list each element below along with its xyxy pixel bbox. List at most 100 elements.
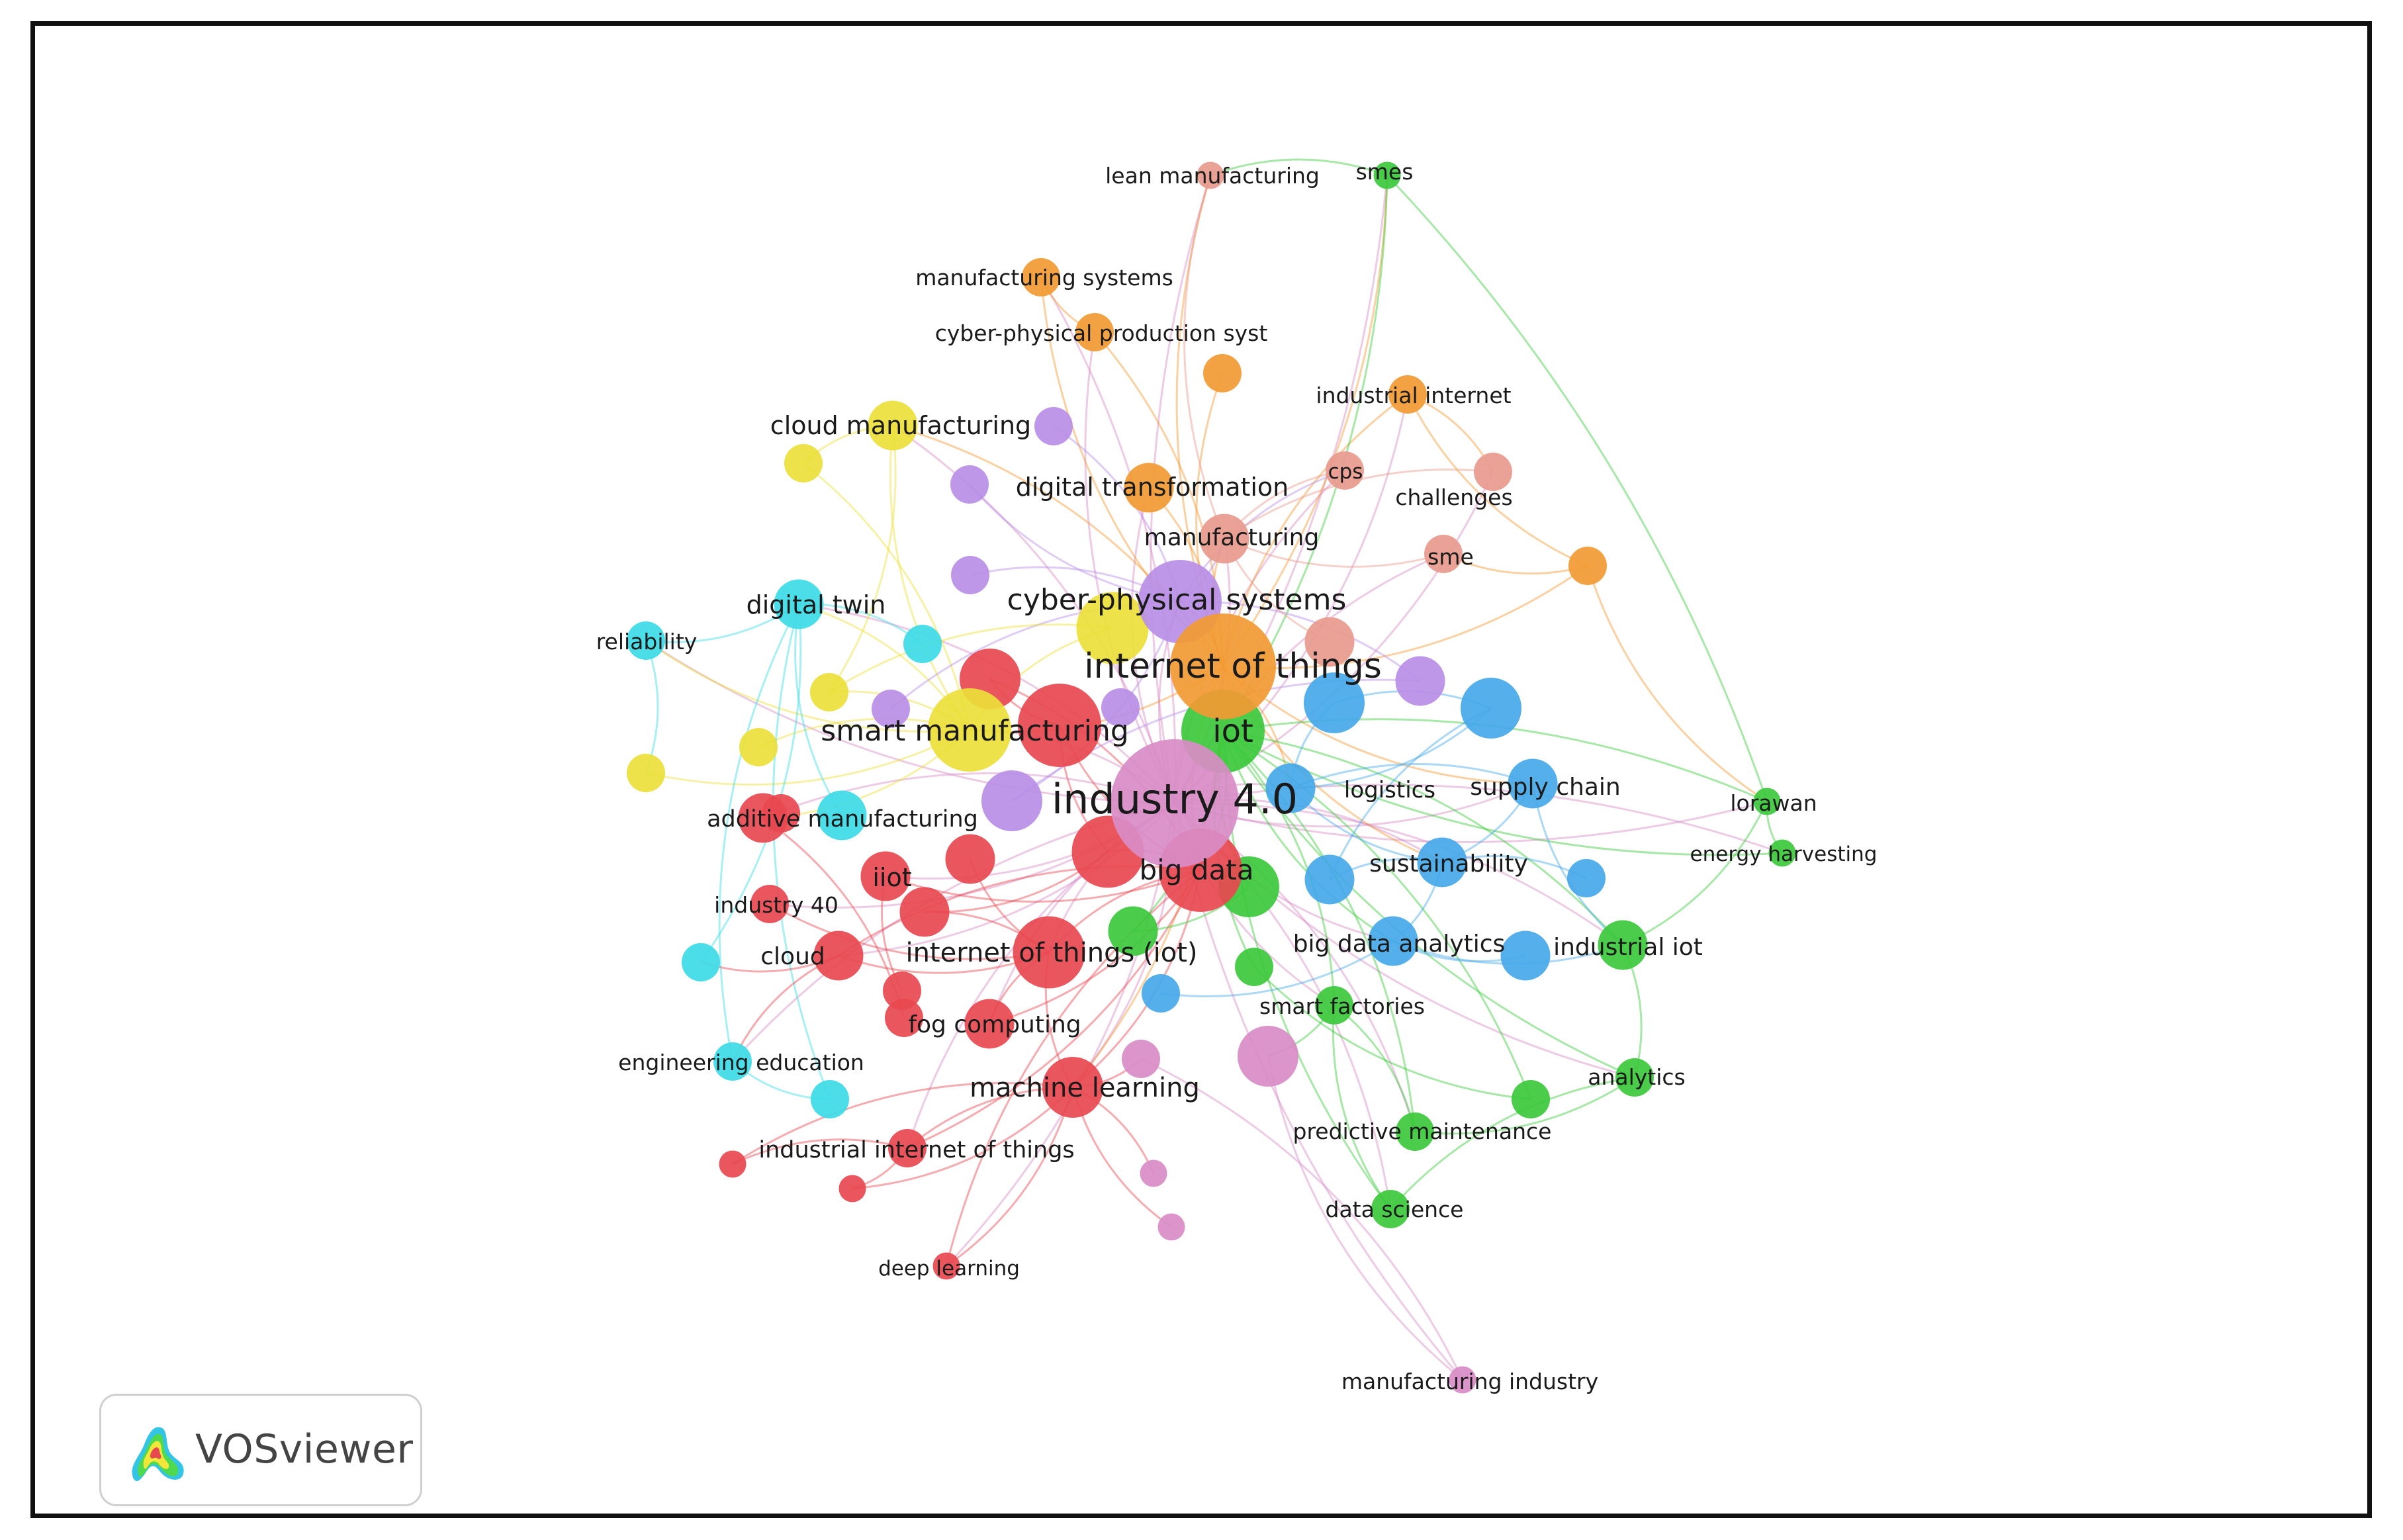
node-label[interactable]: internet of things <box>1084 647 1382 686</box>
network-node[interactable] <box>1042 1057 1103 1118</box>
network-node[interactable] <box>739 728 778 766</box>
node-label[interactable]: smes <box>1356 159 1414 185</box>
network-node[interactable] <box>1203 354 1242 392</box>
node-label[interactable]: cloud manufacturing <box>770 411 1031 440</box>
network-node[interactable] <box>945 834 995 884</box>
node-label[interactable]: cyber-physical production syst <box>935 320 1268 346</box>
node-label[interactable]: cloud <box>760 943 825 970</box>
network-node[interactable] <box>1018 684 1101 767</box>
network-node[interactable] <box>1396 1112 1434 1151</box>
network-node[interactable] <box>1304 672 1365 733</box>
node-label[interactable]: sustainability <box>1369 850 1528 878</box>
node-label[interactable]: fog computing <box>908 1011 1081 1038</box>
node-label[interactable]: data science <box>1326 1197 1464 1222</box>
network-node[interactable] <box>1304 617 1355 667</box>
network-node[interactable] <box>1417 837 1467 887</box>
network-node[interactable] <box>883 972 921 1010</box>
network-node[interactable] <box>1034 407 1073 445</box>
node-label[interactable]: challenges <box>1395 484 1512 510</box>
network-node[interactable] <box>1598 920 1648 970</box>
node-label[interactable]: cps <box>1328 460 1363 484</box>
network-node[interactable] <box>811 1080 849 1118</box>
node-label[interactable]: deep learning <box>878 1257 1020 1281</box>
node-label[interactable]: industry 4.0 <box>1052 775 1298 823</box>
network-node[interactable] <box>1326 451 1364 490</box>
network-node[interactable] <box>964 999 1015 1049</box>
network-node[interactable] <box>981 770 1042 831</box>
node-label[interactable]: lean manufacturing <box>1105 163 1320 189</box>
node-label[interactable]: industrial internet of things <box>758 1137 1074 1163</box>
node-label[interactable]: digital twin <box>747 590 886 619</box>
network-node[interactable] <box>810 673 848 711</box>
network-node[interactable] <box>1768 839 1796 867</box>
network-node[interactable] <box>872 690 910 728</box>
network-node[interactable] <box>1075 313 1114 351</box>
network-node[interactable] <box>1238 1026 1298 1087</box>
network-node[interactable] <box>1235 948 1273 986</box>
network-node[interactable] <box>627 754 665 792</box>
node-label[interactable]: big data <box>1140 854 1254 886</box>
node-label[interactable]: supply chain <box>1470 774 1621 801</box>
node-label[interactable]: logistics <box>1344 777 1435 803</box>
network-node[interactable] <box>950 465 989 504</box>
node-label[interactable]: predictive maintenance <box>1293 1118 1552 1144</box>
node-label[interactable]: analytics <box>1588 1064 1686 1090</box>
network-node[interactable] <box>903 625 942 663</box>
network-node[interactable] <box>817 790 867 840</box>
network-node[interactable] <box>1368 916 1418 966</box>
network-node[interactable] <box>813 930 864 981</box>
node-label[interactable]: smart manufacturing <box>821 714 1129 748</box>
node-label[interactable]: engineering education <box>618 1050 864 1075</box>
network-node[interactable] <box>1388 375 1427 414</box>
node-label[interactable]: lorawan <box>1730 790 1817 816</box>
network-node[interactable] <box>1076 592 1149 664</box>
network-node[interactable] <box>1753 788 1781 815</box>
network-node[interactable] <box>888 1129 927 1167</box>
network-node[interactable] <box>1615 1058 1654 1097</box>
vosviewer-logo-box[interactable]: VOSviewer <box>99 1394 422 1506</box>
node-label[interactable]: digital transformation <box>1016 473 1289 502</box>
node-label[interactable]: manufacturing <box>1144 524 1320 551</box>
network-node[interactable] <box>1108 906 1158 956</box>
network-node[interactable] <box>1424 535 1463 573</box>
network-node[interactable] <box>1013 916 1085 989</box>
network-node[interactable] <box>1512 1080 1550 1118</box>
network-node[interactable] <box>750 885 789 923</box>
network-node[interactable] <box>1500 930 1551 981</box>
network-node[interactable] <box>1199 514 1249 564</box>
network-node[interactable] <box>682 943 720 981</box>
network-node[interactable] <box>1170 613 1276 719</box>
network-node[interactable] <box>1197 161 1224 189</box>
network-node[interactable] <box>738 793 788 843</box>
node-label[interactable]: energy harvesting <box>1690 842 1878 866</box>
node-label[interactable]: industrial iot <box>1553 934 1703 961</box>
node-label[interactable]: machine learning <box>970 1073 1200 1103</box>
network-node[interactable] <box>784 444 823 482</box>
network-node[interactable] <box>1157 1213 1185 1241</box>
network-node[interactable] <box>951 556 989 594</box>
network-node[interactable] <box>1122 1040 1160 1078</box>
network-node[interactable] <box>899 887 950 937</box>
network-node[interactable] <box>1315 986 1353 1024</box>
network-node[interactable] <box>928 688 1011 772</box>
network-node[interactable] <box>1508 758 1558 809</box>
node-label[interactable]: manufacturing systems <box>915 265 1173 291</box>
network-node[interactable] <box>1449 1366 1476 1394</box>
node-label[interactable]: iiot <box>872 863 911 892</box>
network-node[interactable] <box>1101 688 1140 727</box>
network-node[interactable] <box>1371 1190 1410 1228</box>
network-node[interactable] <box>1265 763 1316 813</box>
network-node[interactable] <box>868 400 918 451</box>
network-node[interactable] <box>1373 161 1401 189</box>
network-node[interactable] <box>1395 656 1445 706</box>
network-node[interactable] <box>1567 859 1606 897</box>
network-node[interactable] <box>1474 453 1512 491</box>
node-label[interactable]: industry 40 <box>714 892 839 918</box>
node-label[interactable]: big data analytics <box>1293 930 1506 958</box>
network-node[interactable] <box>1568 547 1607 585</box>
network-node[interactable] <box>627 621 665 660</box>
network-node[interactable] <box>1142 974 1180 1013</box>
network-node[interactable] <box>1304 854 1355 905</box>
network-node[interactable] <box>1022 258 1060 296</box>
network-node[interactable] <box>774 579 824 629</box>
